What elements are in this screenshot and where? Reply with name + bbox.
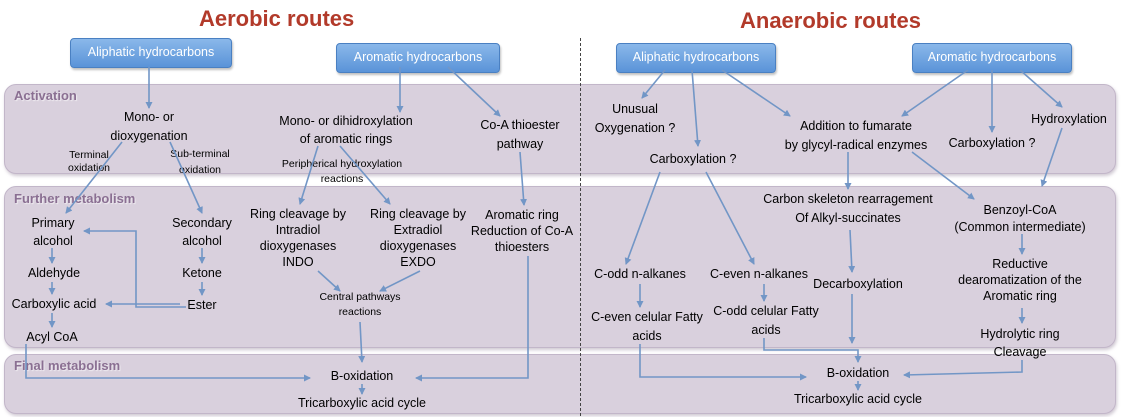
activation-label: Activation (14, 88, 77, 103)
codd-fatty-acids-node: C-odd celular Fatty acids (713, 304, 819, 337)
arrow (691, 69, 702, 147)
aerobic-aliphatic-pill: Aliphatic hydrocarbons (70, 38, 232, 68)
ceven-alkanes-node: C-even n-alkanes (710, 267, 808, 281)
carboxylation-left-node: Carboxylation ? (649, 152, 737, 166)
hydroxylation-node: Hydroxylation (1031, 112, 1107, 126)
anaerobic-routes-title: Anaerobic routes (740, 8, 921, 33)
arrow (65, 141, 123, 214)
arrow (903, 360, 1023, 379)
fumarate-addition-node: Addition to fumarate by glycyl-radical e… (784, 119, 928, 152)
aerobic-aromatic-pill: Aromatic hydrocarbons (336, 43, 500, 73)
carboxylic-acid-node: Carboxylic acid (11, 297, 97, 311)
coa-thioester-pathway-node: Co-A thioester pathway (480, 118, 560, 151)
central-pathways-label: Central pathways reactions (319, 291, 401, 318)
carbon-skeleton-rearrangement-node: Carbon skeleton rearragement Of Alkyl-su… (763, 192, 933, 225)
further-metabolism-label: Further metabolism (14, 191, 136, 206)
reductive-dearomatization-node: Reductive dearomatization of the Aromati… (958, 257, 1082, 303)
carboxylation-right-node: Carboxylation ? (948, 136, 1036, 150)
arrow (1019, 69, 1063, 108)
anaerobic-aliphatic-pill: Aliphatic hydrocarbons (616, 43, 776, 73)
arrow (721, 69, 791, 117)
aerobic-b-oxidation-node: B-oxidation (330, 369, 394, 383)
hydrolytic-ring-cleavage-node: Hydrolytic ring Cleavage (980, 327, 1060, 359)
arrow (519, 151, 528, 206)
arrow (317, 270, 341, 292)
activation-band (4, 84, 1116, 174)
extradiol-cleavage-node: Ring cleavage by Extradiol dioxygenases … (370, 207, 466, 269)
anaerobic-tca-node: Tricarboxylic acid cycle (793, 392, 923, 406)
decarboxylation-node: Decarboxylation (813, 277, 903, 291)
arrow (763, 338, 862, 363)
anaerobic-b-oxidation-node: B-oxidation (826, 366, 890, 380)
benzoyl-coa-node: Benzoyl-CoA (Common intermediate) (954, 203, 1086, 234)
further-metabolism-band (4, 186, 1116, 348)
acyl-coa-node: Acyl CoA (26, 330, 78, 344)
aromatic-ring-reduction-node: Aromatic ring Reduction of Co-A thioeste… (470, 208, 574, 254)
arrow (415, 256, 529, 382)
mono-dioxygenation-node: Mono- or dioxygenation (110, 110, 188, 143)
intradiol-cleavage-node: Ring cleavage by Intradiol dioxygenases … (250, 207, 346, 269)
primary-alcohol-node: Primary alcohol (31, 216, 75, 248)
arrow (339, 145, 391, 205)
unusual-oxygenation-node: Unusual Oxygenation ? (594, 102, 676, 135)
arrow (358, 321, 366, 363)
subterminal-oxidation-label: Sub-terminal oxidation (170, 148, 230, 176)
arrow (169, 141, 203, 214)
final-metabolism-band (4, 354, 1116, 414)
arrow (705, 171, 755, 265)
aldehyde-node: Aldehyde (27, 266, 81, 280)
arrow (379, 270, 421, 292)
arrow (447, 66, 501, 117)
aerobic-tca-node: Tricarboxylic acid cycle (297, 396, 427, 410)
codd-alkanes-node: C-odd n-alkanes (594, 267, 686, 281)
dihidroxylation-node: Mono- or dihidroxylation of aromatic rin… (279, 114, 413, 146)
aerobic-routes-title: Aerobic routes (199, 6, 355, 31)
arrow (848, 229, 856, 273)
routes-divider (580, 38, 581, 416)
arrow (624, 171, 661, 265)
arrow (911, 151, 975, 200)
final-metabolism-label: Final metabolism (14, 358, 121, 373)
ketone-node: Ketone (182, 266, 222, 280)
arrow (25, 344, 311, 382)
arrow (901, 69, 969, 117)
arrow (83, 227, 186, 308)
ester-node: Ester (187, 298, 217, 312)
arrow (641, 69, 666, 99)
arrow (298, 145, 319, 205)
anaerobic-aromatic-pill: Aromatic hydrocarbons (912, 43, 1072, 73)
arrow (1040, 127, 1063, 187)
ceven-fatty-acids-node: C-even celular Fatty acids (591, 310, 703, 343)
arrow (639, 344, 807, 381)
secondary-alcohol-node: Secondary alcohol (172, 216, 232, 248)
